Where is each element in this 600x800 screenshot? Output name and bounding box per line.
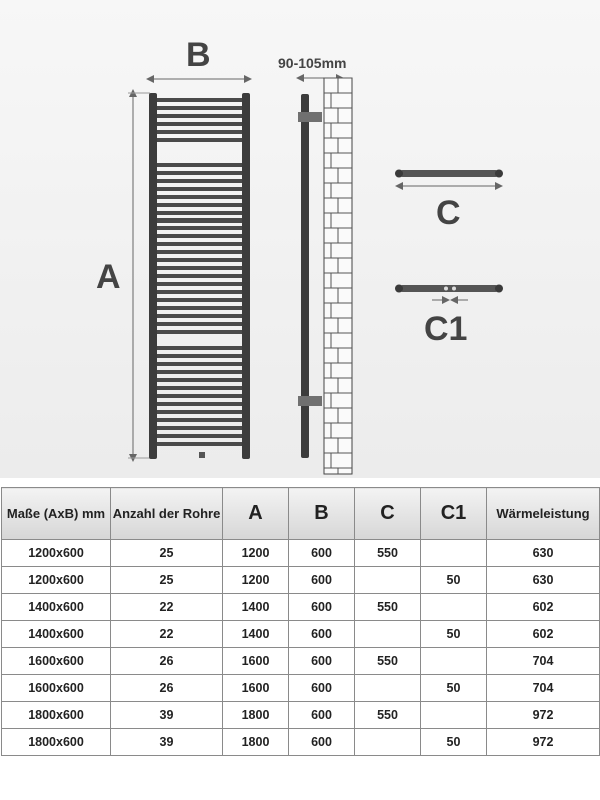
table-row: 1200x600 25 1200 600 50 630 — [1, 566, 600, 594]
cell-tube-count: 22 — [110, 620, 223, 648]
table-header-row: Maße (AxB) mm Anzahl der Rohre A B C C1 … — [1, 487, 600, 540]
cell-b: 600 — [288, 647, 355, 675]
cell-a: 1400 — [222, 593, 289, 621]
diagram-area: B 90-105mm A C C1 — [0, 0, 600, 478]
header-dimensions: Maße (AxB) mm — [1, 487, 111, 540]
cell-a: 1200 — [222, 566, 289, 594]
header-b: B — [288, 487, 355, 540]
cell-b: 600 — [288, 701, 355, 729]
cell-dimensions: 1600x600 — [1, 647, 111, 675]
cell-tube-count: 26 — [110, 647, 223, 675]
cell-c: 550 — [354, 539, 421, 567]
cell-c: 550 — [354, 593, 421, 621]
cell-b: 600 — [288, 620, 355, 648]
cell-tube-count: 26 — [110, 674, 223, 702]
cell-c1: 50 — [420, 566, 487, 594]
cell-b: 600 — [288, 593, 355, 621]
cell-heat-output: 630 — [486, 539, 600, 567]
header-c1: C1 — [420, 487, 487, 540]
cell-tube-count: 25 — [110, 566, 223, 594]
cell-c — [354, 674, 421, 702]
cell-c — [354, 620, 421, 648]
label-c: C — [436, 194, 461, 232]
cell-a: 1400 — [222, 620, 289, 648]
cell-heat-output: 972 — [486, 701, 600, 729]
cell-dimensions: 1400x600 — [1, 593, 111, 621]
cell-c1 — [420, 593, 487, 621]
cell-heat-output: 602 — [486, 620, 600, 648]
radiator-front — [149, 93, 250, 459]
header-c: C — [354, 487, 421, 540]
cell-c — [354, 728, 421, 756]
cell-c1 — [420, 539, 487, 567]
cell-c1 — [420, 701, 487, 729]
cell-tube-count: 22 — [110, 593, 223, 621]
cell-dimensions: 1800x600 — [1, 701, 111, 729]
cell-a: 1800 — [222, 728, 289, 756]
cell-c1: 50 — [420, 728, 487, 756]
cell-dimensions: 1800x600 — [1, 728, 111, 756]
cell-heat-output: 972 — [486, 728, 600, 756]
label-c1: C1 — [424, 310, 468, 348]
bracket-c1-drawing — [395, 284, 503, 304]
cell-c1 — [420, 647, 487, 675]
cell-dimensions: 1600x600 — [1, 674, 111, 702]
table-row: 1200x600 25 1200 600 550 630 — [1, 539, 600, 567]
cell-b: 600 — [288, 728, 355, 756]
cell-dimensions: 1200x600 — [1, 566, 111, 594]
label-a: A — [96, 258, 121, 296]
cell-c — [354, 566, 421, 594]
header-heat-output: Wärmeleistung — [486, 487, 600, 540]
cell-b: 600 — [288, 539, 355, 567]
cell-tube-count: 25 — [110, 539, 223, 567]
cell-heat-output: 602 — [486, 593, 600, 621]
header-tube-count: Anzahl der Rohre — [110, 487, 223, 540]
cell-a: 1200 — [222, 539, 289, 567]
cell-dimensions: 1400x600 — [1, 620, 111, 648]
cell-a: 1600 — [222, 647, 289, 675]
radiator-side-view — [298, 94, 322, 458]
cell-tube-count: 39 — [110, 728, 223, 756]
table-row: 1800x600 39 1800 600 50 972 — [1, 728, 600, 756]
cell-b: 600 — [288, 674, 355, 702]
cell-a: 1600 — [222, 674, 289, 702]
header-a: A — [222, 487, 289, 540]
label-b: B — [186, 36, 211, 74]
table-row: 1600x600 26 1600 600 50 704 — [1, 674, 600, 702]
cell-dimensions: 1200x600 — [1, 539, 111, 567]
label-depth: 90-105mm — [278, 55, 347, 71]
cell-heat-output: 704 — [486, 674, 600, 702]
radiator-drawing — [128, 74, 503, 475]
cell-heat-output: 630 — [486, 566, 600, 594]
cell-c1: 50 — [420, 620, 487, 648]
cell-c1: 50 — [420, 674, 487, 702]
table-row: 1400x600 22 1400 600 550 602 — [1, 593, 600, 621]
table-row: 1800x600 39 1800 600 550 972 — [1, 701, 600, 729]
cell-heat-output: 704 — [486, 647, 600, 675]
specs-table: Maße (AxB) mm Anzahl der Rohre A B C C1 … — [1, 487, 600, 756]
cell-a: 1800 — [222, 701, 289, 729]
table-row: 1400x600 22 1400 600 50 602 — [1, 620, 600, 648]
cell-c: 550 — [354, 701, 421, 729]
cell-b: 600 — [288, 566, 355, 594]
bracket-c-drawing — [395, 169, 503, 190]
cell-c: 550 — [354, 647, 421, 675]
cell-tube-count: 39 — [110, 701, 223, 729]
table-row: 1600x600 26 1600 600 550 704 — [1, 647, 600, 675]
wall-brick-pattern — [323, 77, 353, 475]
